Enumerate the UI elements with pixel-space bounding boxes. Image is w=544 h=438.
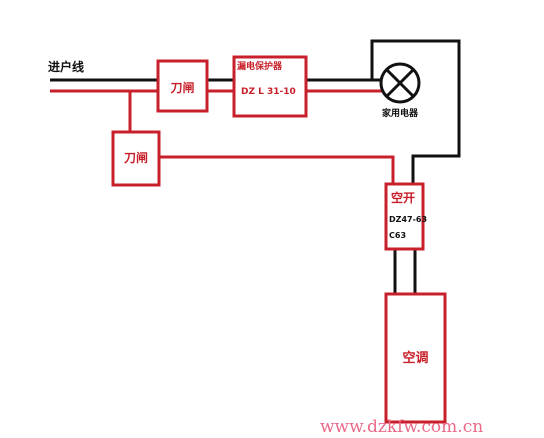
knife-switch-1-label: 刀闸 (170, 80, 194, 95)
lamp-label: 家用电器 (382, 107, 419, 119)
leakage-protector (232, 55, 308, 118)
knife-switch-2 (111, 130, 161, 187)
air-breaker-rating: C63 (389, 231, 406, 240)
leakage-protector-model: DZ L 31-10 (241, 87, 296, 97)
watermark-text: www.dzkfw.com.cn (320, 417, 483, 437)
knife-switch-2-label: 刀闸 (124, 150, 148, 165)
incoming-line-label: 进户线 (48, 59, 84, 74)
air-conditioner-label: 空调 (402, 350, 428, 366)
live-wire (50, 89, 395, 184)
air-breaker-title: 空开 (391, 190, 415, 205)
neutral-wire (50, 39, 461, 294)
air-breaker-model: DZ47-63 (389, 215, 427, 224)
air-conditioner (384, 292, 447, 424)
leakage-protector-title: 漏电保护器 (237, 60, 283, 72)
knife-switch-1 (156, 59, 209, 113)
air-breaker (384, 182, 425, 251)
household-appliance-lamp (379, 62, 421, 104)
